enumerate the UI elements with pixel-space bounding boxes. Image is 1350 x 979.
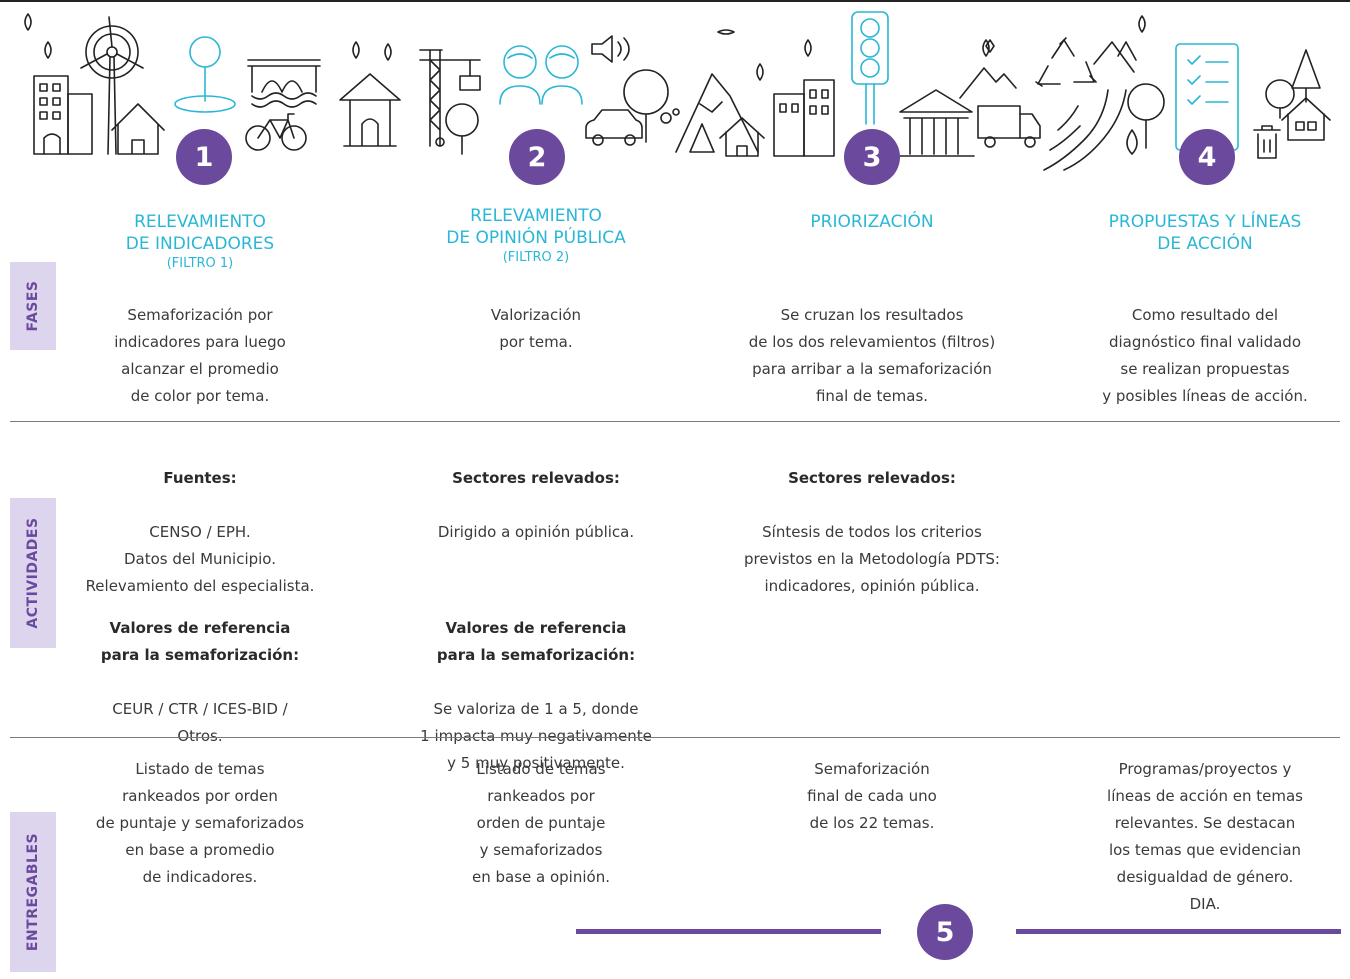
trash-bin-icon [1253, 125, 1281, 159]
house-icon [111, 103, 165, 155]
car-icon [585, 109, 643, 146]
activities-col3-body: Síntesis de todos los criterios previsto… [744, 523, 1000, 595]
bicycle-icon [245, 113, 307, 151]
activities-col2-heading: Sectores relevados: [452, 469, 620, 487]
phase-1-title: RELEVAMIENTO DE INDICADORES (FILTRO 1) [80, 211, 320, 273]
temple-icon [339, 73, 401, 147]
activities-col1-ref: Valores de referencia para la semaforiza… [70, 588, 330, 777]
phase-2-description: Valorización por tema. [490, 306, 582, 351]
divider [10, 421, 1340, 422]
bridge-icon [247, 59, 321, 108]
truck-icon [977, 105, 1041, 148]
activities-col1-heading2: Valores de referencia para la semaforiza… [100, 619, 300, 664]
river-icon [1043, 41, 1137, 171]
phase-2-badge: 2 [509, 129, 565, 185]
phase-1-title-text: RELEVAMIENTO DE INDICADORES [125, 212, 275, 254]
activities-col2-ref: Valores de referencia para la semaforiza… [396, 588, 676, 804]
row-label-fases-text: FASES [25, 280, 41, 332]
location-pin-icon [174, 36, 236, 113]
activities-col3-heading: Sectores relevados: [788, 469, 956, 487]
mountain-icon [959, 39, 1017, 99]
recycle-icon [1035, 37, 1097, 87]
government-building-icon [897, 89, 975, 157]
building-icon [773, 79, 835, 157]
row-label-entregables: ENTREGABLES [10, 812, 56, 972]
row-label-actividades-text: ACTIVIDADES [25, 517, 41, 629]
row-label-entregables-text: ENTREGABLES [25, 832, 41, 952]
activities-col2-body: Dirigido a opinión pública. [437, 523, 635, 541]
phase-3-badge: 3 [844, 129, 900, 185]
phase-1-filter: (FILTRO 1) [166, 256, 234, 271]
divider [10, 737, 1340, 738]
step-5-line-right [1016, 929, 1341, 934]
row-label-actividades: ACTIVIDADES [10, 498, 56, 648]
phase-4-description: Como resultado del diagnóstico final val… [1102, 306, 1308, 405]
phase-4-title: PROPUESTAS Y LÍNEAS DE ACCIÓN [1080, 211, 1330, 255]
phase-1-description: Semaforización por indicadores para lueg… [114, 306, 286, 405]
traffic-light-icon [851, 11, 889, 125]
deliverable-3: Semaforización final de cada uno de los … [807, 760, 937, 832]
phase-3-description: Se cruzan los resultados de los dos rele… [748, 306, 996, 405]
phase-2-filter: (FILTRO 2) [502, 250, 570, 265]
step-5-line-left [576, 929, 881, 934]
megaphone-icon [591, 35, 630, 63]
people-icon [499, 45, 583, 105]
crane-icon [419, 49, 481, 147]
row-label-fases: FASES [10, 262, 56, 350]
activities-col1-body2: CEUR / CTR / ICES-BID / Otros. [112, 700, 288, 745]
deliverable-1: Listado de temas rankeados por orden de … [95, 760, 305, 886]
phase-1-badge: 1 [176, 129, 232, 185]
activities-col2: Sectores relevados: Dirigido a opinión p… [396, 438, 676, 573]
activities-col3: Sectores relevados: Síntesis de todos lo… [712, 438, 1032, 627]
step-5-badge: 5 [917, 904, 973, 960]
phase-4-badge: 4 [1179, 129, 1235, 185]
phase-2-title: RELEVAMIENTO DE OPINIÓN PÚBLICA (FILTRO … [406, 205, 666, 267]
activities-col1: Fuentes: CENSO / EPH. Datos del Municipi… [70, 438, 330, 627]
house-icon [1281, 97, 1331, 141]
building-icon [33, 75, 93, 155]
activities-col1-heading: Fuentes: [163, 469, 237, 487]
house-icon [719, 117, 765, 157]
deliverable-4: Programas/proyectos y líneas de acción e… [1107, 760, 1303, 913]
activities-col2-heading2: Valores de referencia para la semaforiza… [436, 619, 636, 664]
phase-2-title-text: RELEVAMIENTO DE OPINIÓN PÚBLICA [446, 206, 626, 248]
activities-col2-body2: Se valoriza de 1 a 5, donde 1 impacta mu… [420, 700, 652, 772]
wind-turbine-icon [80, 16, 144, 155]
mountain-icon [675, 73, 759, 153]
tree-icon [1127, 83, 1165, 149]
phase-4-title-text: PROPUESTAS Y LÍNEAS DE ACCIÓN [1108, 212, 1302, 254]
deliverable-2: Listado de temas rankeados por orden de … [472, 760, 610, 886]
tree-icon [623, 69, 680, 143]
tree-icon [1265, 49, 1321, 119]
tree-icon [689, 123, 715, 153]
tree-icon [435, 103, 479, 155]
illustration-strip [24, 11, 1331, 171]
phase-3-title: PRIORIZACIÓN [752, 211, 992, 233]
leaf-icon [24, 13, 52, 59]
water-drop-icon [1126, 129, 1138, 155]
top-rule [0, 0, 1350, 2]
phase-3-title-text: PRIORIZACIÓN [810, 212, 934, 232]
activities-col1-body: CENSO / EPH. Datos del Municipio. Releva… [85, 523, 315, 595]
